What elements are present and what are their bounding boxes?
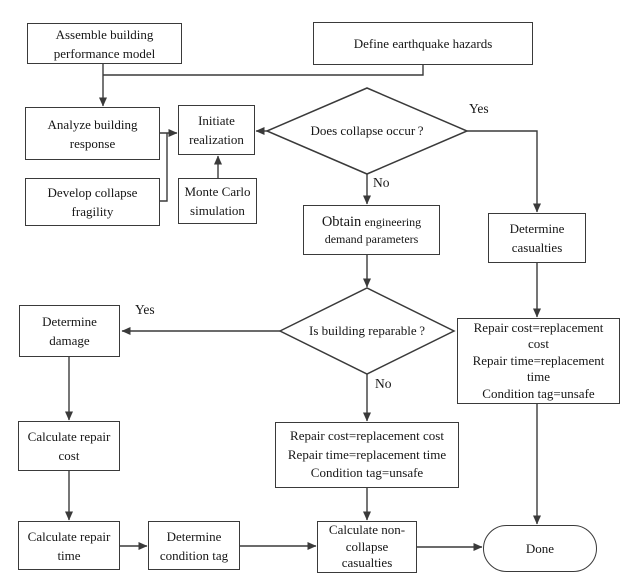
connector-develop-to-merge bbox=[160, 133, 168, 202]
node-repair-equals-replacement-center: Repair cost=replacement cost Repair time… bbox=[275, 422, 459, 488]
node-calculate-repair-cost: Calculate repair cost bbox=[18, 421, 120, 471]
branch-label-collapse-yes: Yes bbox=[469, 101, 489, 116]
obtain-rest-line1: engineering bbox=[364, 214, 422, 229]
obtain-word-big: Obtain bbox=[321, 213, 362, 230]
obtain-line-2: demand parameters bbox=[324, 231, 419, 246]
node-done-terminator: Done bbox=[483, 525, 597, 572]
node-determine-casualties: Determine casualties bbox=[488, 213, 586, 263]
node-calculate-repair-time: Calculate repair time bbox=[18, 521, 120, 570]
node-monte-carlo-simulation: Monte Carlo simulation bbox=[178, 178, 257, 224]
connector-collapse-yes-to-casualties bbox=[467, 130, 541, 213]
node-develop-collapse-fragility: Develop collapse fragility bbox=[25, 178, 160, 226]
decision-label-is-building-reparable: Is building reparable ? bbox=[309, 323, 425, 338]
branch-label-collapse-no: No bbox=[373, 175, 390, 190]
node-repair-equals-replacement-right: Repair cost=replacement cost Repair time… bbox=[457, 318, 620, 404]
obtain-line-1: Obtain engineering bbox=[322, 213, 421, 231]
decision-does-collapse-occur bbox=[265, 87, 469, 175]
node-assemble-building-performance-model: Assemble building performance model bbox=[27, 23, 182, 64]
node-obtain-engineering-demand-parameters: Obtain engineering demand parameters bbox=[303, 205, 440, 255]
branch-label-reparable-no: No bbox=[375, 376, 392, 391]
connector-define-to-merge bbox=[103, 65, 424, 76]
decision-is-building-reparable bbox=[278, 287, 456, 375]
node-determine-condition-tag: Determine condition tag bbox=[148, 521, 240, 570]
branch-label-reparable-yes: Yes bbox=[135, 302, 155, 317]
node-initiate-realization: Initiate realization bbox=[178, 105, 255, 155]
node-determine-damage: Determine damage bbox=[19, 305, 120, 357]
node-calculate-non-collapse-casualties: Calculate non- collapse casualties bbox=[317, 521, 417, 573]
node-analyze-building-response: Analyze building response bbox=[25, 107, 160, 160]
node-define-earthquake-hazards: Define earthquake hazards bbox=[313, 22, 533, 65]
decision-label-does-collapse-occur: Does collapse occur ? bbox=[310, 123, 424, 138]
